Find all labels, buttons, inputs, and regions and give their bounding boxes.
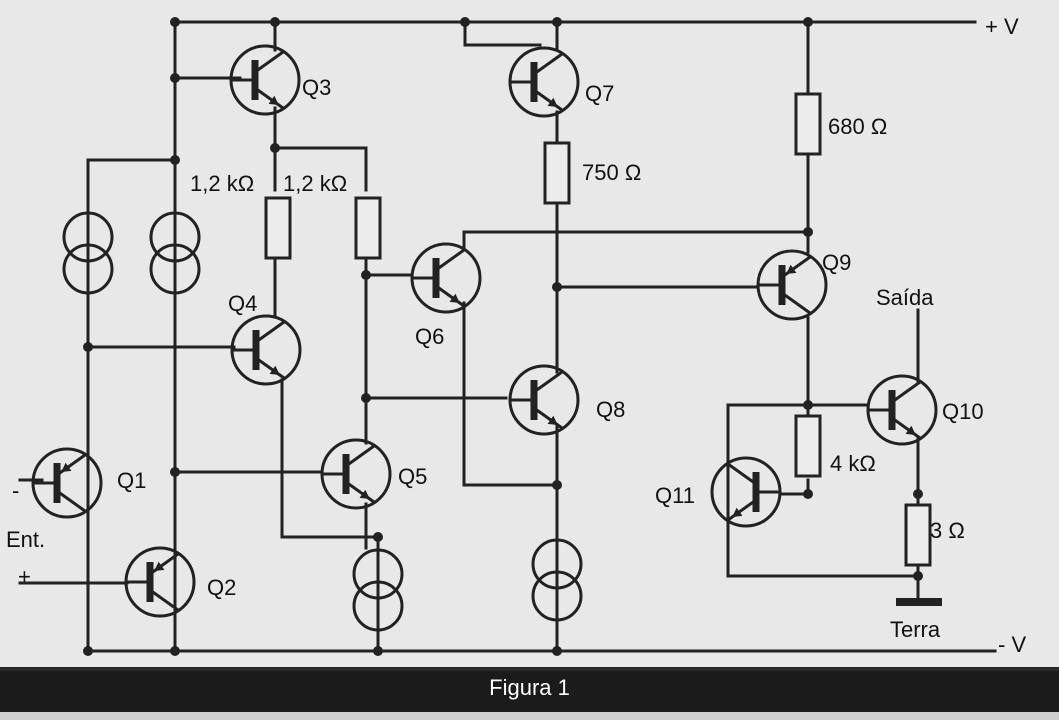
transistor-q9 bbox=[756, 249, 828, 321]
caption-bar bbox=[0, 667, 1059, 716]
q2-label: Q2 bbox=[207, 575, 236, 600]
circuit-labels: + V - V Q1 Q2 Q3 Q4 Q5 Q6 Q7 Q8 Q9 Q10 Q… bbox=[6, 14, 1026, 657]
figure-caption: Figura 1 bbox=[489, 675, 570, 700]
current-source-3 bbox=[352, 548, 404, 632]
junction-dot bbox=[170, 73, 180, 83]
negative-rail-label: - V bbox=[998, 632, 1026, 657]
resistor-out-value: 3 Ω bbox=[930, 518, 965, 543]
junction-dot bbox=[373, 646, 383, 656]
ground-symbol bbox=[896, 598, 942, 606]
transistor-q8 bbox=[508, 364, 580, 436]
q6-label: Q6 bbox=[415, 324, 444, 349]
junction-dot bbox=[803, 489, 813, 499]
junction-dot bbox=[552, 646, 562, 656]
transistor-q3 bbox=[229, 44, 301, 116]
junction-dot bbox=[170, 155, 180, 165]
wire bbox=[280, 378, 380, 539]
q8-label: Q8 bbox=[596, 397, 625, 422]
q11-label: Q11 bbox=[655, 483, 695, 508]
resistor-q5-value: 1,2 kΩ bbox=[283, 171, 347, 196]
transistor-q6 bbox=[410, 242, 482, 314]
resistor-q9 bbox=[794, 92, 822, 156]
junction-dot bbox=[170, 646, 180, 656]
junction-dot bbox=[552, 17, 562, 27]
wire bbox=[463, 20, 542, 47]
transistor-q10 bbox=[866, 374, 938, 446]
input-label: Ent. bbox=[6, 527, 45, 552]
page-edge bbox=[0, 712, 1059, 720]
junction-dot bbox=[83, 342, 93, 352]
resistor-q4 bbox=[264, 196, 292, 260]
junction-dot bbox=[552, 282, 562, 292]
input-minus-label: - bbox=[12, 478, 19, 503]
q10-label: Q10 bbox=[942, 399, 984, 424]
transistor-q4 bbox=[230, 314, 302, 386]
q7-label: Q7 bbox=[585, 81, 614, 106]
junction-dot bbox=[913, 571, 923, 581]
junction-dot bbox=[83, 646, 93, 656]
transistor-q2 bbox=[124, 546, 196, 618]
resistor-out bbox=[904, 503, 932, 567]
circuit-schematic: + V - V Q1 Q2 Q3 Q4 Q5 Q6 Q7 Q8 Q9 Q10 Q… bbox=[6, 14, 1026, 657]
q1-label: Q1 bbox=[117, 468, 146, 493]
resistor-q7-value: 750 Ω bbox=[582, 160, 641, 185]
current-source-4 bbox=[531, 538, 583, 622]
ground-label: Terra bbox=[890, 617, 941, 642]
current-source-2 bbox=[149, 211, 201, 295]
resistor-q5 bbox=[354, 196, 382, 260]
current-source-1 bbox=[62, 211, 114, 295]
q4-label: Q4 bbox=[228, 291, 257, 316]
transistor-q7 bbox=[508, 46, 580, 118]
junction-dot bbox=[460, 17, 470, 27]
junction-dot bbox=[803, 227, 813, 237]
resistor-q7 bbox=[543, 141, 571, 205]
q9-label: Q9 bbox=[822, 250, 851, 275]
junction-dot bbox=[270, 143, 280, 153]
circuit-components bbox=[31, 17, 942, 656]
junction-dot bbox=[170, 467, 180, 477]
transistor-q1 bbox=[31, 447, 103, 519]
junction-dot bbox=[803, 400, 813, 410]
wire bbox=[462, 301, 559, 487]
junction-dot bbox=[803, 17, 813, 27]
junction-dot bbox=[361, 270, 371, 280]
positive-rail-label: + V bbox=[985, 14, 1019, 39]
junction-dot bbox=[170, 17, 180, 27]
resistor-q9-value: 680 Ω bbox=[828, 114, 887, 139]
output-label: Saída bbox=[876, 285, 934, 310]
junction-dot bbox=[373, 532, 383, 542]
wire bbox=[273, 106, 368, 192]
resistor-q10-value: 4 kΩ bbox=[830, 451, 876, 476]
junction-dot bbox=[361, 393, 371, 403]
resistor-q4-value: 1,2 kΩ bbox=[190, 171, 254, 196]
q5-label: Q5 bbox=[398, 464, 427, 489]
input-plus-label: + bbox=[18, 564, 31, 589]
junction-dot bbox=[913, 489, 923, 499]
transistor-q11 bbox=[710, 456, 782, 528]
q3-label: Q3 bbox=[302, 75, 331, 100]
junction-dot bbox=[552, 480, 562, 490]
junction-dot bbox=[270, 17, 280, 27]
transistor-q5 bbox=[320, 438, 392, 510]
resistor-q10 bbox=[794, 414, 822, 478]
